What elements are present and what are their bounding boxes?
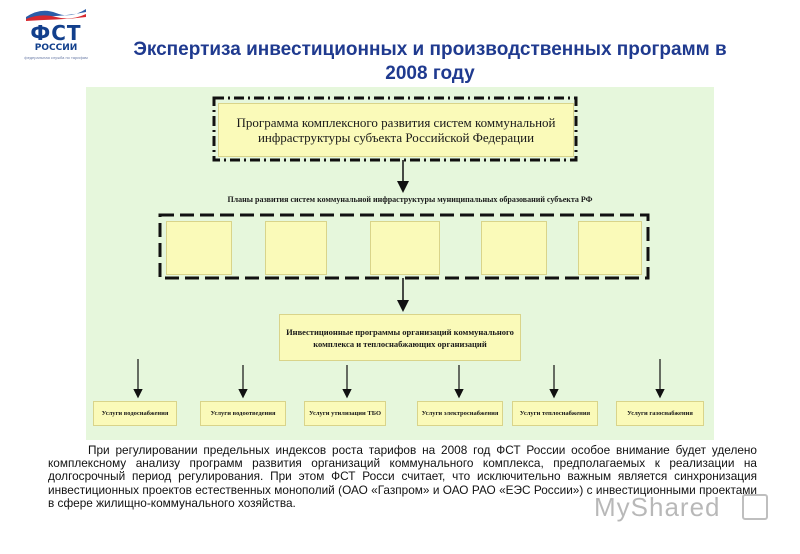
municipal-plan-box [370,221,440,275]
service-box-waste: Услуги утилизации ТБО [304,401,386,426]
flag-icon [26,9,86,21]
investment-programs-box: Инвестиционные программы организаций ком… [279,314,521,361]
fst-logo: ФСТ РОССИИ федеральная служба по тарифам [14,4,98,64]
diagram-connectors [133,96,665,399]
logo-acronym: ФСТ [30,21,82,45]
service-box-electricity: Услуги электроснабжения [417,401,503,426]
service-box-gas: Услуги газоснабжения [616,401,704,426]
regional-program-box: Программа комплексного развития систем к… [218,103,574,157]
flow-diagram: Программа комплексного развития систем к… [86,87,714,440]
logo-caption: федеральная служба по тарифам [24,55,88,60]
logo-country: РОССИИ [34,43,78,53]
body-paragraph: При регулировании предельных индексов ро… [48,443,757,510]
municipal-plan-box [481,221,547,275]
page-title: Экспертиза инвестиционных и производстве… [133,39,727,84]
service-box-heat: Услуги теплоснабжения [512,401,598,426]
municipal-plan-box [578,221,642,275]
municipal-plans-label: Планы развития систем коммунальной инфра… [227,195,593,204]
watermark-icon [742,494,768,520]
watermark: MyShared [594,492,721,522]
service-box-water-supply: Услуги водоснабжения [93,401,177,426]
municipal-plan-box [166,221,232,275]
municipal-plan-box [265,221,327,275]
service-box-wastewater: Услуги водоотведения [200,401,286,426]
